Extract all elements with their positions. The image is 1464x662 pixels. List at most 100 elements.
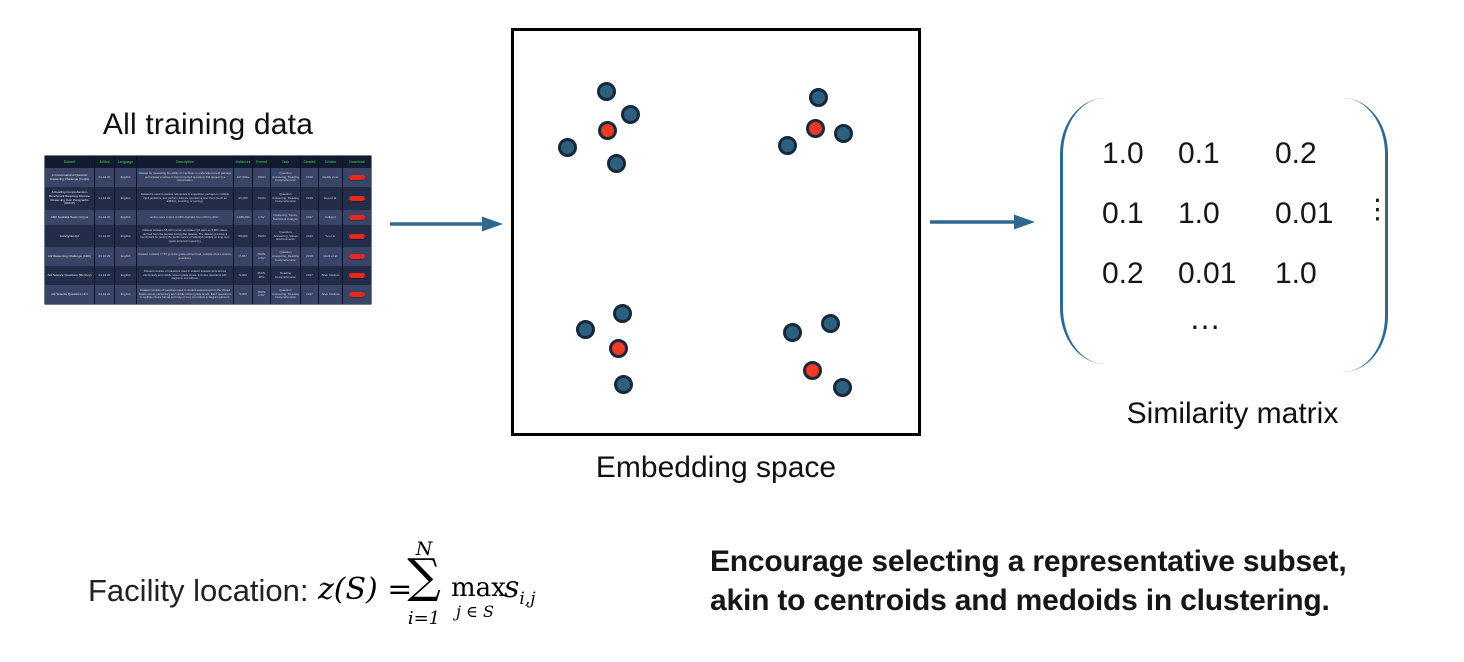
data-point — [613, 374, 633, 394]
dataset-name-cell: A Reading Comprehension Benchmark Requir… — [45, 187, 94, 211]
data-point — [808, 87, 828, 107]
matrix-cell: 0.2 — [1102, 257, 1144, 290]
created-cell: 2018 — [301, 247, 318, 267]
similarity-matrix: 1.0 0.1 0.2 0.1 1.0 0.01 0.2 0.01 1.0 — [1102, 124, 1365, 304]
caption-line-2: akin to centroids and medoids in cluster… — [710, 584, 1330, 617]
instances-cell: 1,186,000 — [234, 210, 252, 226]
caption-line-1: Encourage selecting a representative sub… — [710, 545, 1347, 578]
data-point — [777, 135, 797, 155]
format-cell: JSON — [253, 225, 270, 248]
added-cell: 01.10.20 — [95, 210, 114, 226]
instances-cell: 5,060 — [234, 284, 252, 304]
description-cell: Dataset consists of questions used in st… — [137, 284, 233, 304]
dataset-name-cell: AI2 Reasoning Challenge (ARC) — [45, 247, 94, 267]
format-cell: CSV — [253, 210, 270, 226]
instances-cell: 127,000+ — [234, 168, 252, 188]
language-cell: English — [115, 168, 136, 188]
matrix-cell: 0.2 — [1275, 137, 1317, 170]
creator-cell: Allen Institute — [319, 266, 342, 285]
dataset-name-cell: A Conversational Question Answering Chal… — [45, 168, 94, 188]
download-cell — [343, 247, 371, 267]
similarity-term: si,j — [504, 570, 536, 609]
download-cell — [343, 225, 371, 248]
sum-symbol: ∑ — [407, 549, 441, 604]
table-row: AI2 Science Questions (Mercury) 01.10.20… — [45, 266, 371, 285]
data-point — [596, 81, 616, 101]
download-button — [349, 254, 365, 260]
matrix-cell: 0.01 — [1178, 257, 1237, 290]
download-button — [349, 175, 365, 181]
embedding-space-box — [511, 28, 921, 436]
sum-lower-limit: i=1 — [407, 608, 441, 629]
max-operator: max — [451, 573, 506, 603]
created-cell: 2017 — [301, 266, 318, 285]
data-point — [832, 377, 852, 397]
embedding-space-label: Embedding space — [595, 451, 837, 484]
table-body: A Conversational Question Answering Chal… — [45, 168, 371, 304]
medoid-point — [597, 120, 617, 140]
table-header-cell: Download — [343, 156, 371, 168]
download-button — [349, 291, 365, 297]
similarity-matrix-label: Similarity matrix — [1126, 397, 1339, 430]
added-cell: 01.10.20 — [95, 266, 114, 285]
table-row: A Conversational Question Answering Chal… — [45, 168, 371, 188]
instances-cell: 58,000 — [234, 225, 252, 248]
description-cell: Dataset contains 7,787 genuine grade-sch… — [137, 247, 233, 267]
dataset-name-cell: AI2 Science Questions (Mercury) — [45, 266, 94, 285]
task-cell: Question Answering, Reading Comprehensio… — [271, 284, 300, 304]
arrow-right-icon — [930, 214, 1035, 230]
task-cell: Question Answering, Visual Environments — [271, 225, 300, 248]
language-cell: English — [115, 247, 136, 267]
creator-cell: Yu et al. — [319, 225, 342, 248]
description-cell: Dataset contains 58,000 human-annotated … — [137, 225, 233, 248]
download-cell — [343, 168, 371, 188]
table-header-cell: Task — [271, 156, 300, 168]
language-cell: English — [115, 187, 136, 211]
created-cell: 2019 — [301, 225, 318, 248]
data-point — [782, 322, 802, 342]
instances-cell: 96,000 — [234, 187, 252, 211]
table-header-cell: Language — [115, 156, 136, 168]
data-point — [612, 303, 632, 323]
matrix-cell: 0.1 — [1102, 197, 1144, 230]
created-cell: 2019 — [301, 187, 318, 211]
creator-cell: Kulkarni — [319, 210, 342, 226]
format-cell: JSON, CSV — [253, 284, 270, 304]
description-cell: Dataset for measuring the ability of mac… — [137, 168, 233, 188]
creator-cell: Dua et al. — [319, 187, 342, 211]
table-row: ActivityNet-QA 01.10.20 English Dataset … — [45, 225, 371, 248]
added-cell: 01.10.20 — [95, 247, 114, 267]
table-header-cell: Instances — [234, 156, 252, 168]
matrix-col-ellipsis: ⋮ — [1364, 194, 1391, 225]
table-header-cell: Creator — [319, 156, 342, 168]
task-cell: Reading Comprehension — [271, 266, 300, 285]
task-cell: Question Answering, Reading Comprehensio… — [271, 187, 300, 211]
task-cell: Question Answering, Reading Comprehensio… — [271, 247, 300, 267]
data-point — [606, 153, 626, 173]
created-cell: 2017 — [301, 210, 318, 226]
data-point — [820, 313, 840, 333]
matrix-right-paren — [1343, 98, 1388, 372]
max-subscript: j ∈ S — [456, 602, 494, 621]
language-cell: English — [115, 210, 136, 226]
added-cell: 01.10.20 — [95, 168, 114, 188]
dataset-name-cell: ABC Australia News Corpus — [45, 210, 94, 226]
language-cell: English — [115, 284, 136, 304]
data-point — [575, 319, 595, 339]
data-point — [557, 137, 577, 157]
dataset-name-cell: ActivityNet-QA — [45, 225, 94, 248]
added-cell: 01.10.20 — [95, 187, 114, 211]
instances-cell: 7,787 — [234, 247, 252, 267]
format-cell: JSON, JPG — [253, 266, 270, 285]
created-cell: 2019 — [301, 168, 318, 188]
medoid-point — [805, 118, 825, 138]
format-cell: JSON — [253, 187, 270, 211]
download-button — [349, 233, 365, 239]
medoid-point — [802, 360, 822, 380]
download-button — [349, 215, 365, 221]
matrix-cell: 1.0 — [1102, 137, 1144, 170]
creator-cell: Reddy et al. — [319, 168, 342, 188]
matrix-row-ellipsis: … — [1189, 300, 1221, 336]
matrix-cell: 0.01 — [1275, 197, 1334, 230]
table-header-row: Dataset Added Language Description Insta… — [45, 156, 371, 168]
